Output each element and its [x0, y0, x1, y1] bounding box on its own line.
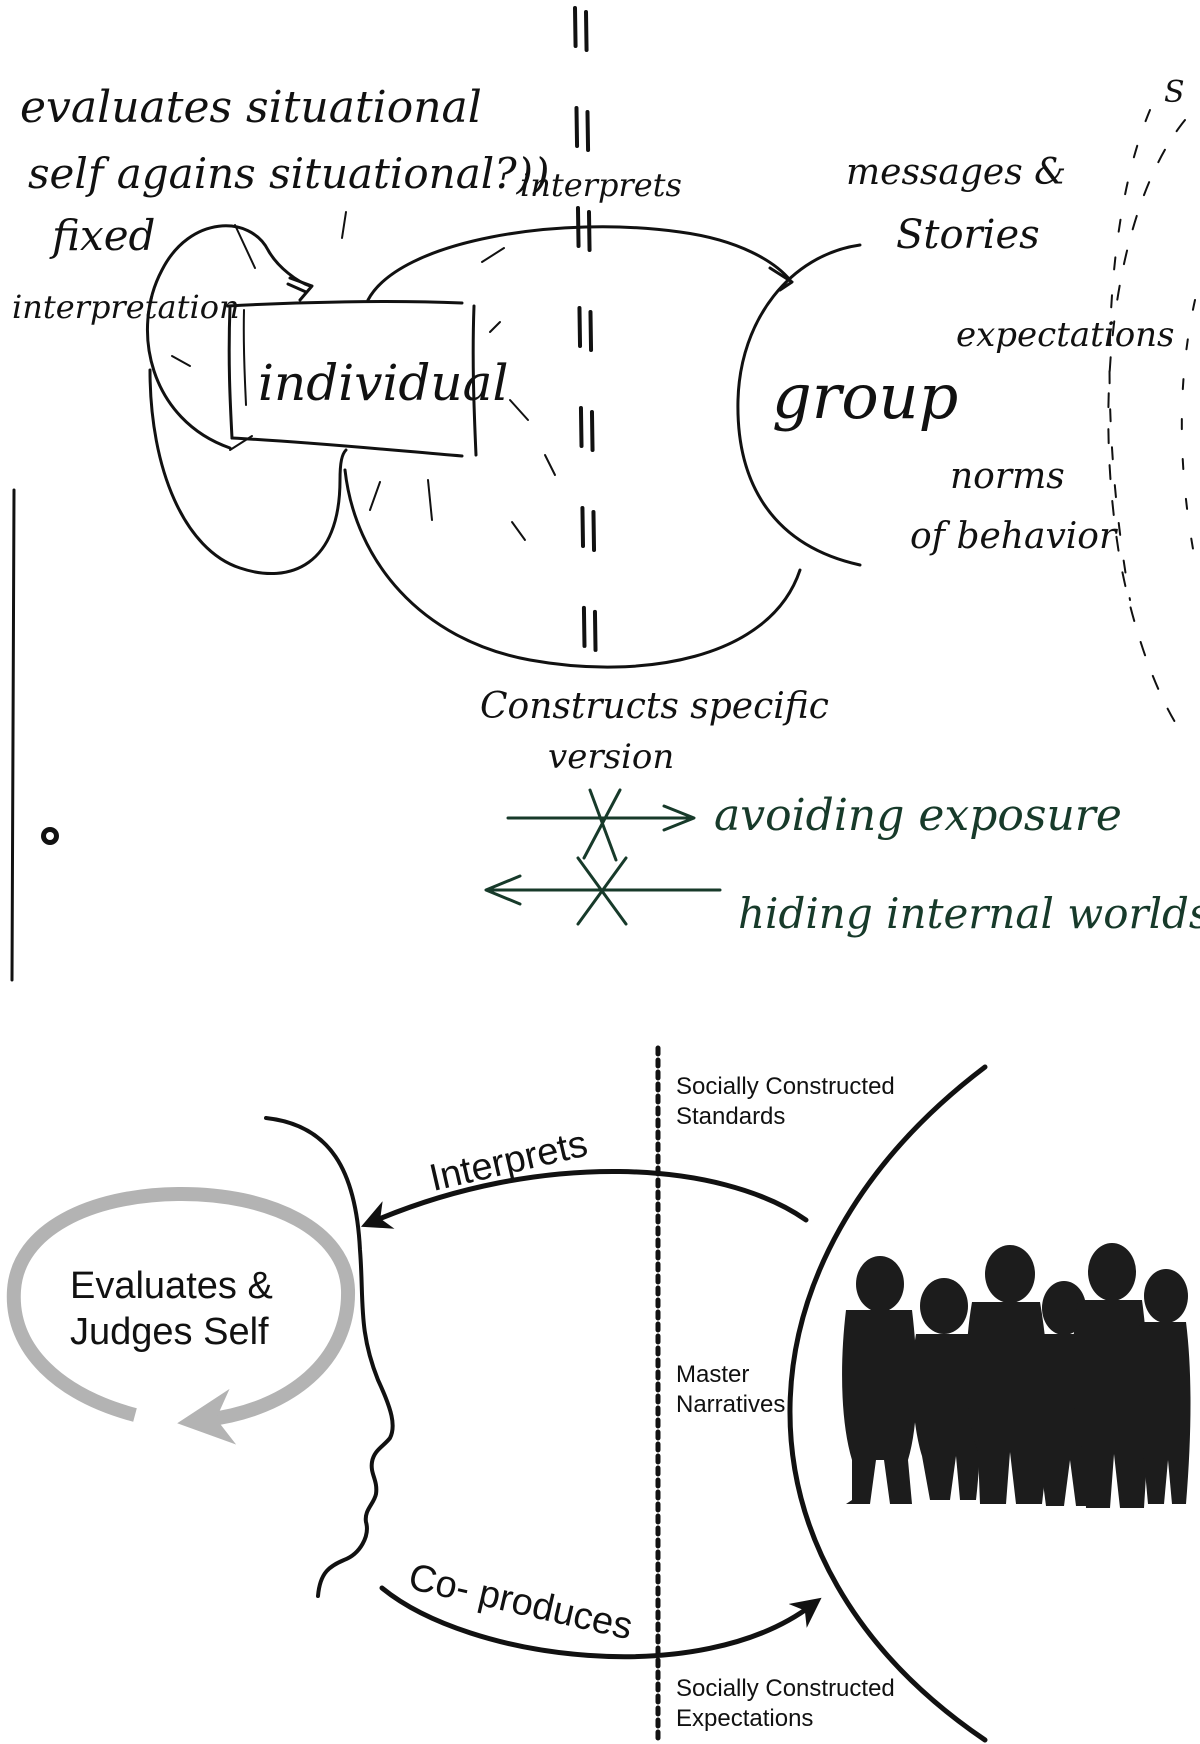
group-circle [736, 243, 862, 567]
evaluates-line-2: Judges Self [70, 1311, 269, 1353]
corner-mark: S [1164, 75, 1185, 110]
self-loop [145, 224, 312, 450]
hand-sketch: individual [10, 6, 1200, 982]
crowd-silhouette [842, 1243, 1191, 1508]
hole-punch-inner [46, 832, 54, 840]
person-silhouette [1072, 1243, 1149, 1508]
loop-return [148, 368, 348, 576]
person-silhouette [1135, 1269, 1191, 1504]
note-line-4: interpretation [12, 288, 240, 326]
narratives-line-1: Master [676, 1361, 749, 1388]
note-line-2: self agains situational?)) [28, 149, 549, 198]
person-silhouette [842, 1256, 917, 1504]
group-label: group [772, 360, 958, 433]
note-line-1: evaluates situational [20, 82, 482, 133]
coproduces-text: Co- produces [405, 1556, 637, 1648]
head-profile [264, 1116, 395, 1598]
narratives-line-2: Narratives [676, 1391, 785, 1418]
tick-marks [171, 211, 556, 541]
expectations-line-2: Expectations [676, 1705, 813, 1732]
constructs-line-2: version [548, 737, 674, 777]
person-silhouette [966, 1245, 1049, 1504]
norms-line-1: norms [950, 456, 1065, 497]
self-loop-arrowhead [286, 276, 314, 302]
person-silhouette [912, 1278, 981, 1500]
printed-diagram: Interprets Co- produces Evaluates & Judg… [6, 1045, 1191, 1744]
expectations-line-1: Socially Constructed [676, 1675, 895, 1702]
interprets-arrowhead [768, 266, 794, 292]
note-line-3: fixed [49, 211, 155, 260]
norms-line-2: of behavior [910, 516, 1118, 557]
constructs-line-1: Constructs specific [480, 686, 829, 727]
outer-dashed-arcs [1107, 109, 1196, 731]
messages-line-1: messages & [846, 152, 1066, 193]
interprets-arrow [360, 1169, 809, 1229]
standards-line-2: Standards [676, 1103, 785, 1130]
hiding-arrow [484, 856, 722, 926]
hiding-label: hiding internal worlds [738, 889, 1200, 938]
note-text: evaluates situational self agains situat… [12, 82, 549, 326]
evaluates-loop [6, 1186, 356, 1445]
group-arc [787, 1064, 988, 1743]
standards-line-1: Socially Constructed [676, 1073, 895, 1100]
evaluates-line-1: Evaluates & [70, 1265, 273, 1307]
messages-line-2: Stories [896, 212, 1040, 258]
expectations-label: expectations [956, 315, 1175, 355]
avoiding-label: avoiding exposure [714, 790, 1122, 841]
coproduces-arrow [379, 1585, 822, 1660]
avoiding-arrow [506, 788, 696, 862]
page-edge-line [10, 488, 16, 982]
constructs-arc [343, 468, 802, 669]
individual-box [226, 300, 478, 458]
individual-label: individual [258, 354, 508, 412]
sketch-divider [573, 6, 598, 684]
interprets-label: interprets [520, 166, 682, 204]
interprets-text: Interprets [426, 1123, 592, 1200]
interprets-arc [366, 225, 792, 302]
